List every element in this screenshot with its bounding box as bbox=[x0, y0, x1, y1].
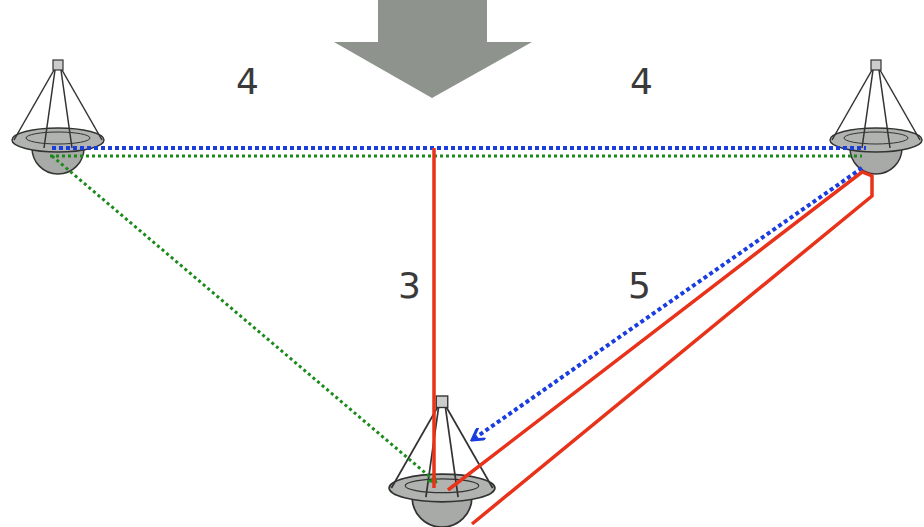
dimension-label: 4 bbox=[630, 64, 653, 100]
baseline-dotted bbox=[52, 146, 866, 150]
signal-path bbox=[52, 156, 436, 482]
signal-path bbox=[472, 168, 862, 440]
delay-line bbox=[448, 172, 872, 524]
bottom-dish bbox=[389, 396, 495, 527]
dimension-label: 5 bbox=[628, 268, 651, 304]
delay-line bbox=[432, 148, 436, 488]
direction-arrow bbox=[334, 0, 532, 98]
dimension-label: 3 bbox=[398, 268, 421, 304]
dimension-label: 4 bbox=[236, 64, 259, 100]
baseline-dotted bbox=[50, 155, 862, 158]
